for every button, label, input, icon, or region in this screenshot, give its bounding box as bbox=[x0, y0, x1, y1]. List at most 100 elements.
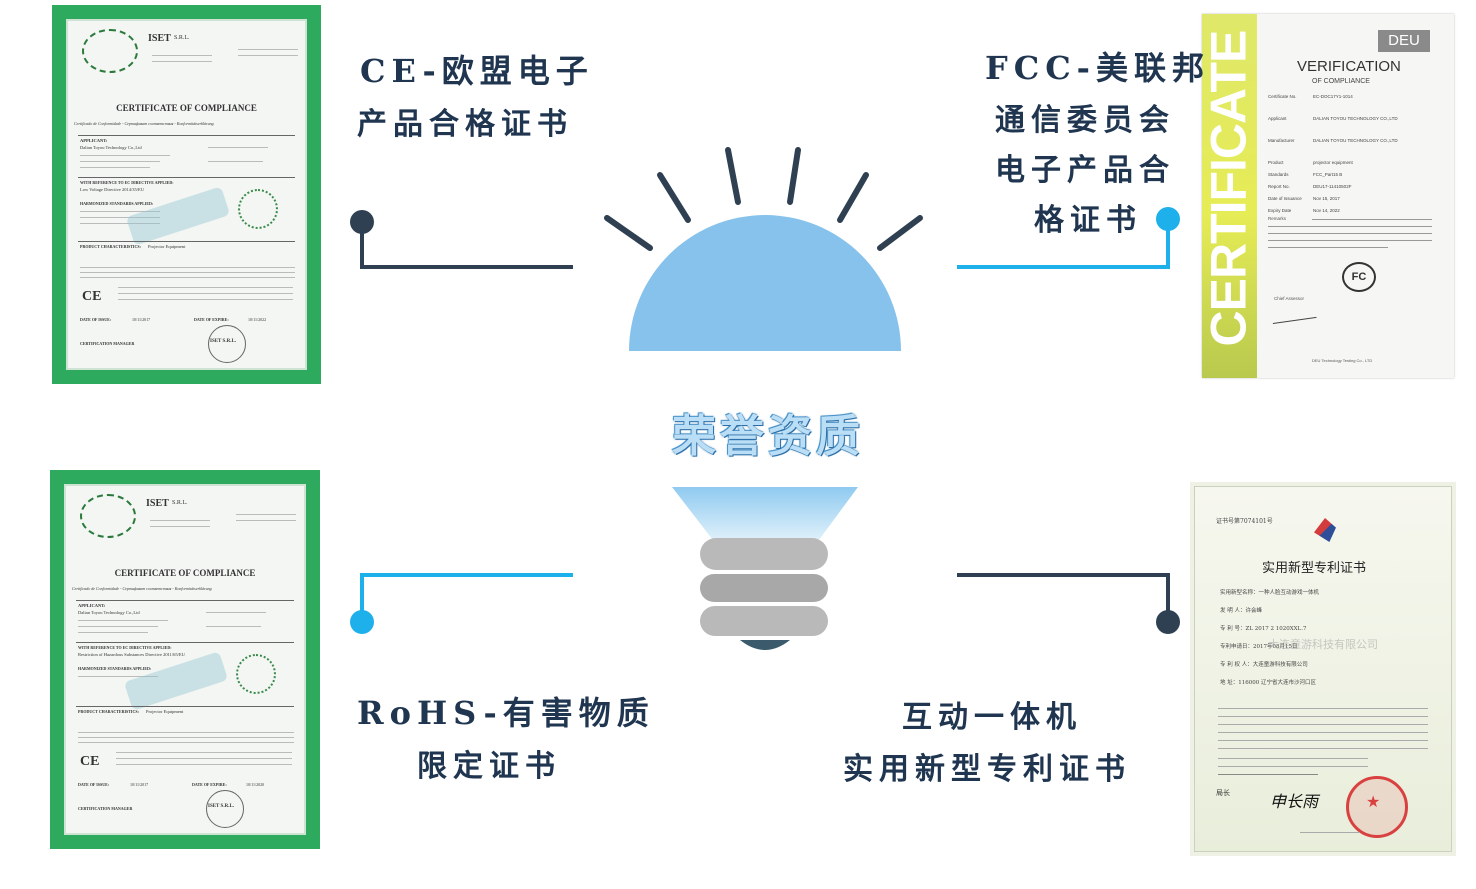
verification-row-value: DEU17-11410502F bbox=[1313, 184, 1352, 189]
certificate-side-band bbox=[1202, 14, 1257, 378]
rohs-caption-line2: 限定证书 bbox=[417, 749, 561, 784]
ce-certificate-image: ISET S.R.L. CERTIFICATE OF COMPLIANCE Ce… bbox=[52, 5, 321, 384]
applicant-label: APPLICANT: bbox=[78, 603, 106, 608]
verification-row: Product projector equipment bbox=[1268, 160, 1448, 172]
brand-name: ISET bbox=[146, 498, 169, 509]
standards-label: HARMONIZED STANDARDS APPLIED: bbox=[78, 666, 152, 671]
issue-date: 10/11/2017 bbox=[132, 317, 151, 322]
directive-value: Restriction of Hazardous Substances Dire… bbox=[78, 652, 185, 657]
expire-date: 10/11/2022 bbox=[248, 317, 267, 322]
verification-heading: VERIFICATION bbox=[1297, 58, 1401, 75]
bulb-dome bbox=[629, 215, 901, 351]
connector-ce bbox=[360, 222, 573, 269]
verification-row-label: Expiry Date bbox=[1268, 208, 1292, 213]
fcc-caption-line2: 通信委员会 bbox=[995, 103, 1175, 138]
verification-row-value: Nov 14, 2022 bbox=[1313, 208, 1340, 213]
manager-label: CERTIFICATION MANAGER bbox=[80, 341, 135, 346]
patent-fields: 实用新型名称：一种人脸互动游戏一体机发 明 人：许会峰专 利 号：ZL 2017… bbox=[1220, 588, 1430, 696]
connector-dot bbox=[350, 610, 374, 634]
product-value: Projector Equipment bbox=[148, 244, 186, 249]
light-ray bbox=[657, 172, 691, 223]
verification-row-value: Nov 15, 2017 bbox=[1313, 196, 1340, 201]
verification-row-label: Certificate No. bbox=[1268, 94, 1297, 99]
ce-caption-line2: 产品合格证书 bbox=[357, 107, 573, 142]
expire-date: 10/11/2020 bbox=[246, 782, 265, 787]
expire-label: DATE OF EXPIRE: bbox=[194, 317, 229, 322]
certificate-subheading: Certificado de Conformidade - Сертификат… bbox=[74, 121, 214, 126]
bulb-base-band bbox=[700, 574, 828, 602]
patent-watermark: 大连童游科技有限公司 bbox=[1268, 638, 1378, 651]
patent-field: 地 址：116000 辽宁省大连市沙河口区 bbox=[1220, 680, 1316, 686]
remarks-label: Remarks bbox=[1268, 216, 1287, 221]
patent-caption-line1: 互动一体机 bbox=[902, 700, 1082, 735]
verification-row-value: DALIAN TOYOU TECHNOLOGY CO.,LTD bbox=[1313, 116, 1398, 121]
light-ray bbox=[725, 147, 741, 205]
verification-row-label: Manufacturer bbox=[1268, 138, 1295, 143]
product-value: Projector Equipment bbox=[146, 709, 184, 714]
patent-heading: 实用新型专利证书 bbox=[1262, 561, 1367, 576]
stamp bbox=[206, 790, 244, 828]
fcc-certificate-image: CERTIFICATE DEU VERIFICATION OF COMPLIAN… bbox=[1202, 14, 1454, 378]
rohs-certificate-image: ISET S.R.L. CERTIFICATE OF COMPLIANCE Ce… bbox=[50, 470, 320, 849]
verification-row-label: Report No. bbox=[1268, 184, 1290, 189]
directive-value: Low Voltage Directive 2014/35/EU bbox=[80, 187, 144, 192]
patent-field: 专利申请日：2017年08月15日 bbox=[1220, 644, 1298, 650]
director-label: 局长 bbox=[1216, 789, 1230, 797]
certificate-paper: ISET S.R.L. CERTIFICATE OF COMPLIANCE Ce… bbox=[64, 484, 306, 835]
verification-row-label: Date of Issuance bbox=[1268, 196, 1302, 201]
issue-label: DATE OF ISSUE: bbox=[78, 782, 110, 787]
brand-suffix: S.R.L. bbox=[172, 500, 188, 506]
light-rays bbox=[604, 147, 923, 251]
verification-row: Applicant DALIAN TOYOU TECHNOLOGY CO.,LTD bbox=[1268, 116, 1448, 138]
verification-row-value: projector equipment bbox=[1313, 160, 1353, 165]
patent-caption-line2: 实用新型专利证书 bbox=[843, 752, 1131, 787]
verification-row: Date of Issuance Nov 15, 2017 bbox=[1268, 196, 1448, 208]
rohs-caption-line1: RoHS-有害物质 bbox=[357, 694, 655, 732]
verification-row-label: Standards bbox=[1268, 172, 1289, 177]
bulb-neck bbox=[672, 487, 858, 544]
product-label: PRODUCT CHARACTERISTICS: bbox=[80, 244, 141, 249]
stars-emblem bbox=[236, 654, 276, 694]
certificate-heading: CERTIFICATE OF COMPLIANCE bbox=[114, 568, 256, 578]
verification-row-value: EC-DOC17Y1-1014 bbox=[1313, 94, 1353, 99]
connector-patent bbox=[957, 573, 1170, 622]
connector-dot bbox=[350, 210, 374, 234]
verification-row-label: Product bbox=[1268, 160, 1284, 165]
verification-row: Report No. DEU17-11410502F bbox=[1268, 184, 1448, 196]
patent-cert-number: 证书号第7074101号 bbox=[1216, 518, 1273, 525]
standards-label: HARMONIZED STANDARDS APPLIED: bbox=[80, 201, 154, 206]
brand-name: ISET bbox=[148, 33, 171, 44]
bulb-base-band bbox=[700, 538, 828, 570]
connector-dot bbox=[1156, 610, 1180, 634]
iset-logo bbox=[80, 494, 136, 538]
manager-label: CERTIFICATION MANAGER bbox=[78, 806, 133, 811]
patent-certificate-image: 证书号第7074101号 实用新型专利证书 实用新型名称：一种人脸互动游戏一体机… bbox=[1190, 482, 1456, 856]
connector-rohs bbox=[360, 573, 573, 622]
certificate-subheading: Certificado de Conformidade - Сертификат… bbox=[72, 586, 212, 591]
directive-label: WITH REFERENCE TO EC DIRECTIVE APPLIED: bbox=[78, 645, 172, 650]
stamp bbox=[208, 325, 246, 363]
ce-mark: CE bbox=[82, 289, 102, 304]
light-ray bbox=[837, 172, 869, 223]
light-ray bbox=[787, 147, 801, 205]
patent-field: 专 利 号：ZL 2017 2 1020XXL.7 bbox=[1220, 626, 1307, 632]
patent-seal-star: ★ bbox=[1366, 792, 1381, 811]
deu-logo: DEU bbox=[1378, 30, 1430, 52]
chief-assessor-label: Chief Assessor bbox=[1274, 296, 1305, 301]
light-ray bbox=[877, 215, 923, 251]
certificate-heading: CERTIFICATE OF COMPLIANCE bbox=[116, 103, 257, 113]
applicant-value: Dalian Toyou Technology Co.,Ltd bbox=[80, 145, 142, 150]
verification-row-label: Applicant bbox=[1268, 116, 1287, 121]
connector-fcc bbox=[957, 219, 1170, 269]
fcc-footer: DEU Technology Testing Co., LTD bbox=[1312, 358, 1373, 363]
verification-row: Expiry Date Nov 14, 2022 bbox=[1268, 208, 1448, 220]
brand-suffix: S.R.L. bbox=[174, 35, 190, 41]
light-ray bbox=[604, 215, 653, 251]
verification-row: Certificate No. EC-DOC17Y1-1014 bbox=[1268, 94, 1448, 116]
fcc-caption-line1: FCC-美联邦 bbox=[985, 49, 1210, 87]
stamp-text: ISET S.R.L. bbox=[210, 339, 237, 344]
bulb-tip bbox=[740, 640, 790, 650]
connector-dot bbox=[1156, 207, 1180, 231]
